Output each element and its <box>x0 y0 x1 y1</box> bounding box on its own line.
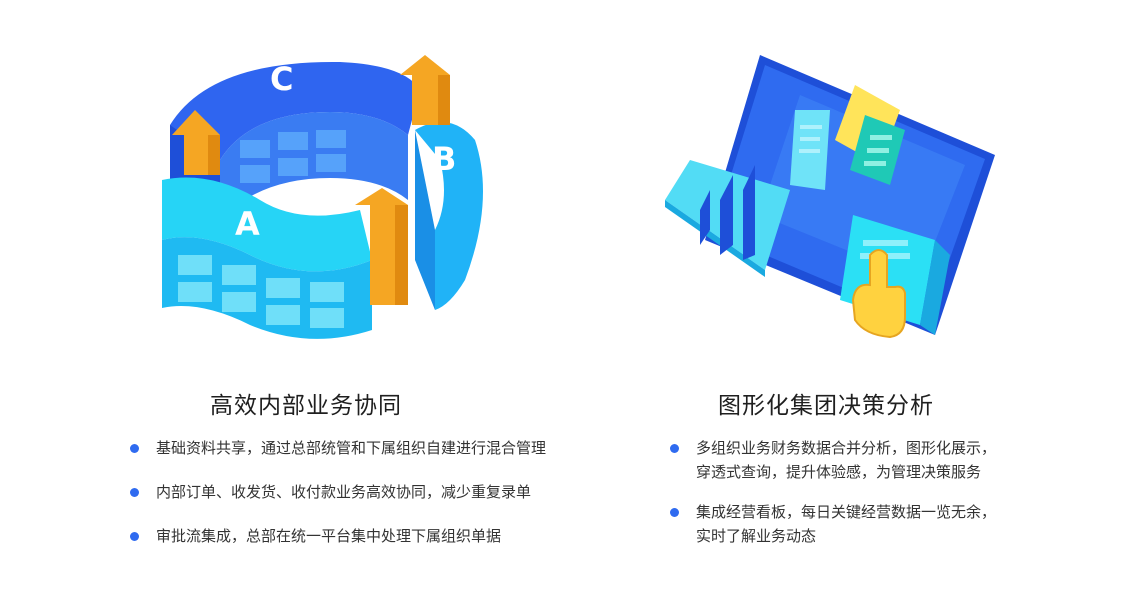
bullet-dot-icon <box>130 488 139 497</box>
list-item: 多组织业务财务数据合并分析，图形化展示， 穿透式查询，提升体验感，为管理决策服务 <box>668 436 996 484</box>
dashboard-analysis-illustration <box>665 55 995 339</box>
bullet-dot-icon <box>670 508 679 517</box>
ring-label-c: C <box>270 60 293 98</box>
bullet-dot-icon <box>130 444 139 453</box>
right-section-title: 图形化集团决策分析 <box>718 393 934 419</box>
right-bullet-list: 多组织业务财务数据合并分析，图形化展示， 穿透式查询，提升体验感，为管理决策服务… <box>668 436 996 548</box>
left-panel: C B A 高效内部业务协同 基础资料 <box>128 55 546 548</box>
pointing-hand-icon <box>851 249 906 339</box>
list-item: 内部订单、收发货、收付款业务高效协同，减少重复录单 <box>128 480 546 504</box>
list-item: 集成经营看板，每日关键经营数据一览无余， 实时了解业务动态 <box>668 500 996 548</box>
left-section-title: 高效内部业务协同 <box>210 393 402 419</box>
ring-label-a: A <box>235 205 260 243</box>
left-bullet-list: 基础资料共享，通过总部统管和下属组织自建进行混合管理 内部订单、收发货、收付款业… <box>128 436 546 548</box>
circular-collaboration-illustration: C B A <box>162 55 483 339</box>
arrow-icon <box>400 55 450 125</box>
bullet-dot-icon <box>130 532 139 541</box>
list-item: 基础资料共享，通过总部统管和下属组织自建进行混合管理 <box>128 436 546 460</box>
ring-label-b: B <box>432 140 456 178</box>
list-item: 审批流集成，总部在统一平台集中处理下属组织单据 <box>128 524 546 548</box>
arrow-icon <box>172 110 220 175</box>
right-panel: 图形化集团决策分析 多组织业务财务数据合并分析，图形化展示， 穿透式查询，提升体… <box>570 0 1140 600</box>
arrow-icon <box>355 188 408 305</box>
bullet-dot-icon <box>670 444 679 453</box>
